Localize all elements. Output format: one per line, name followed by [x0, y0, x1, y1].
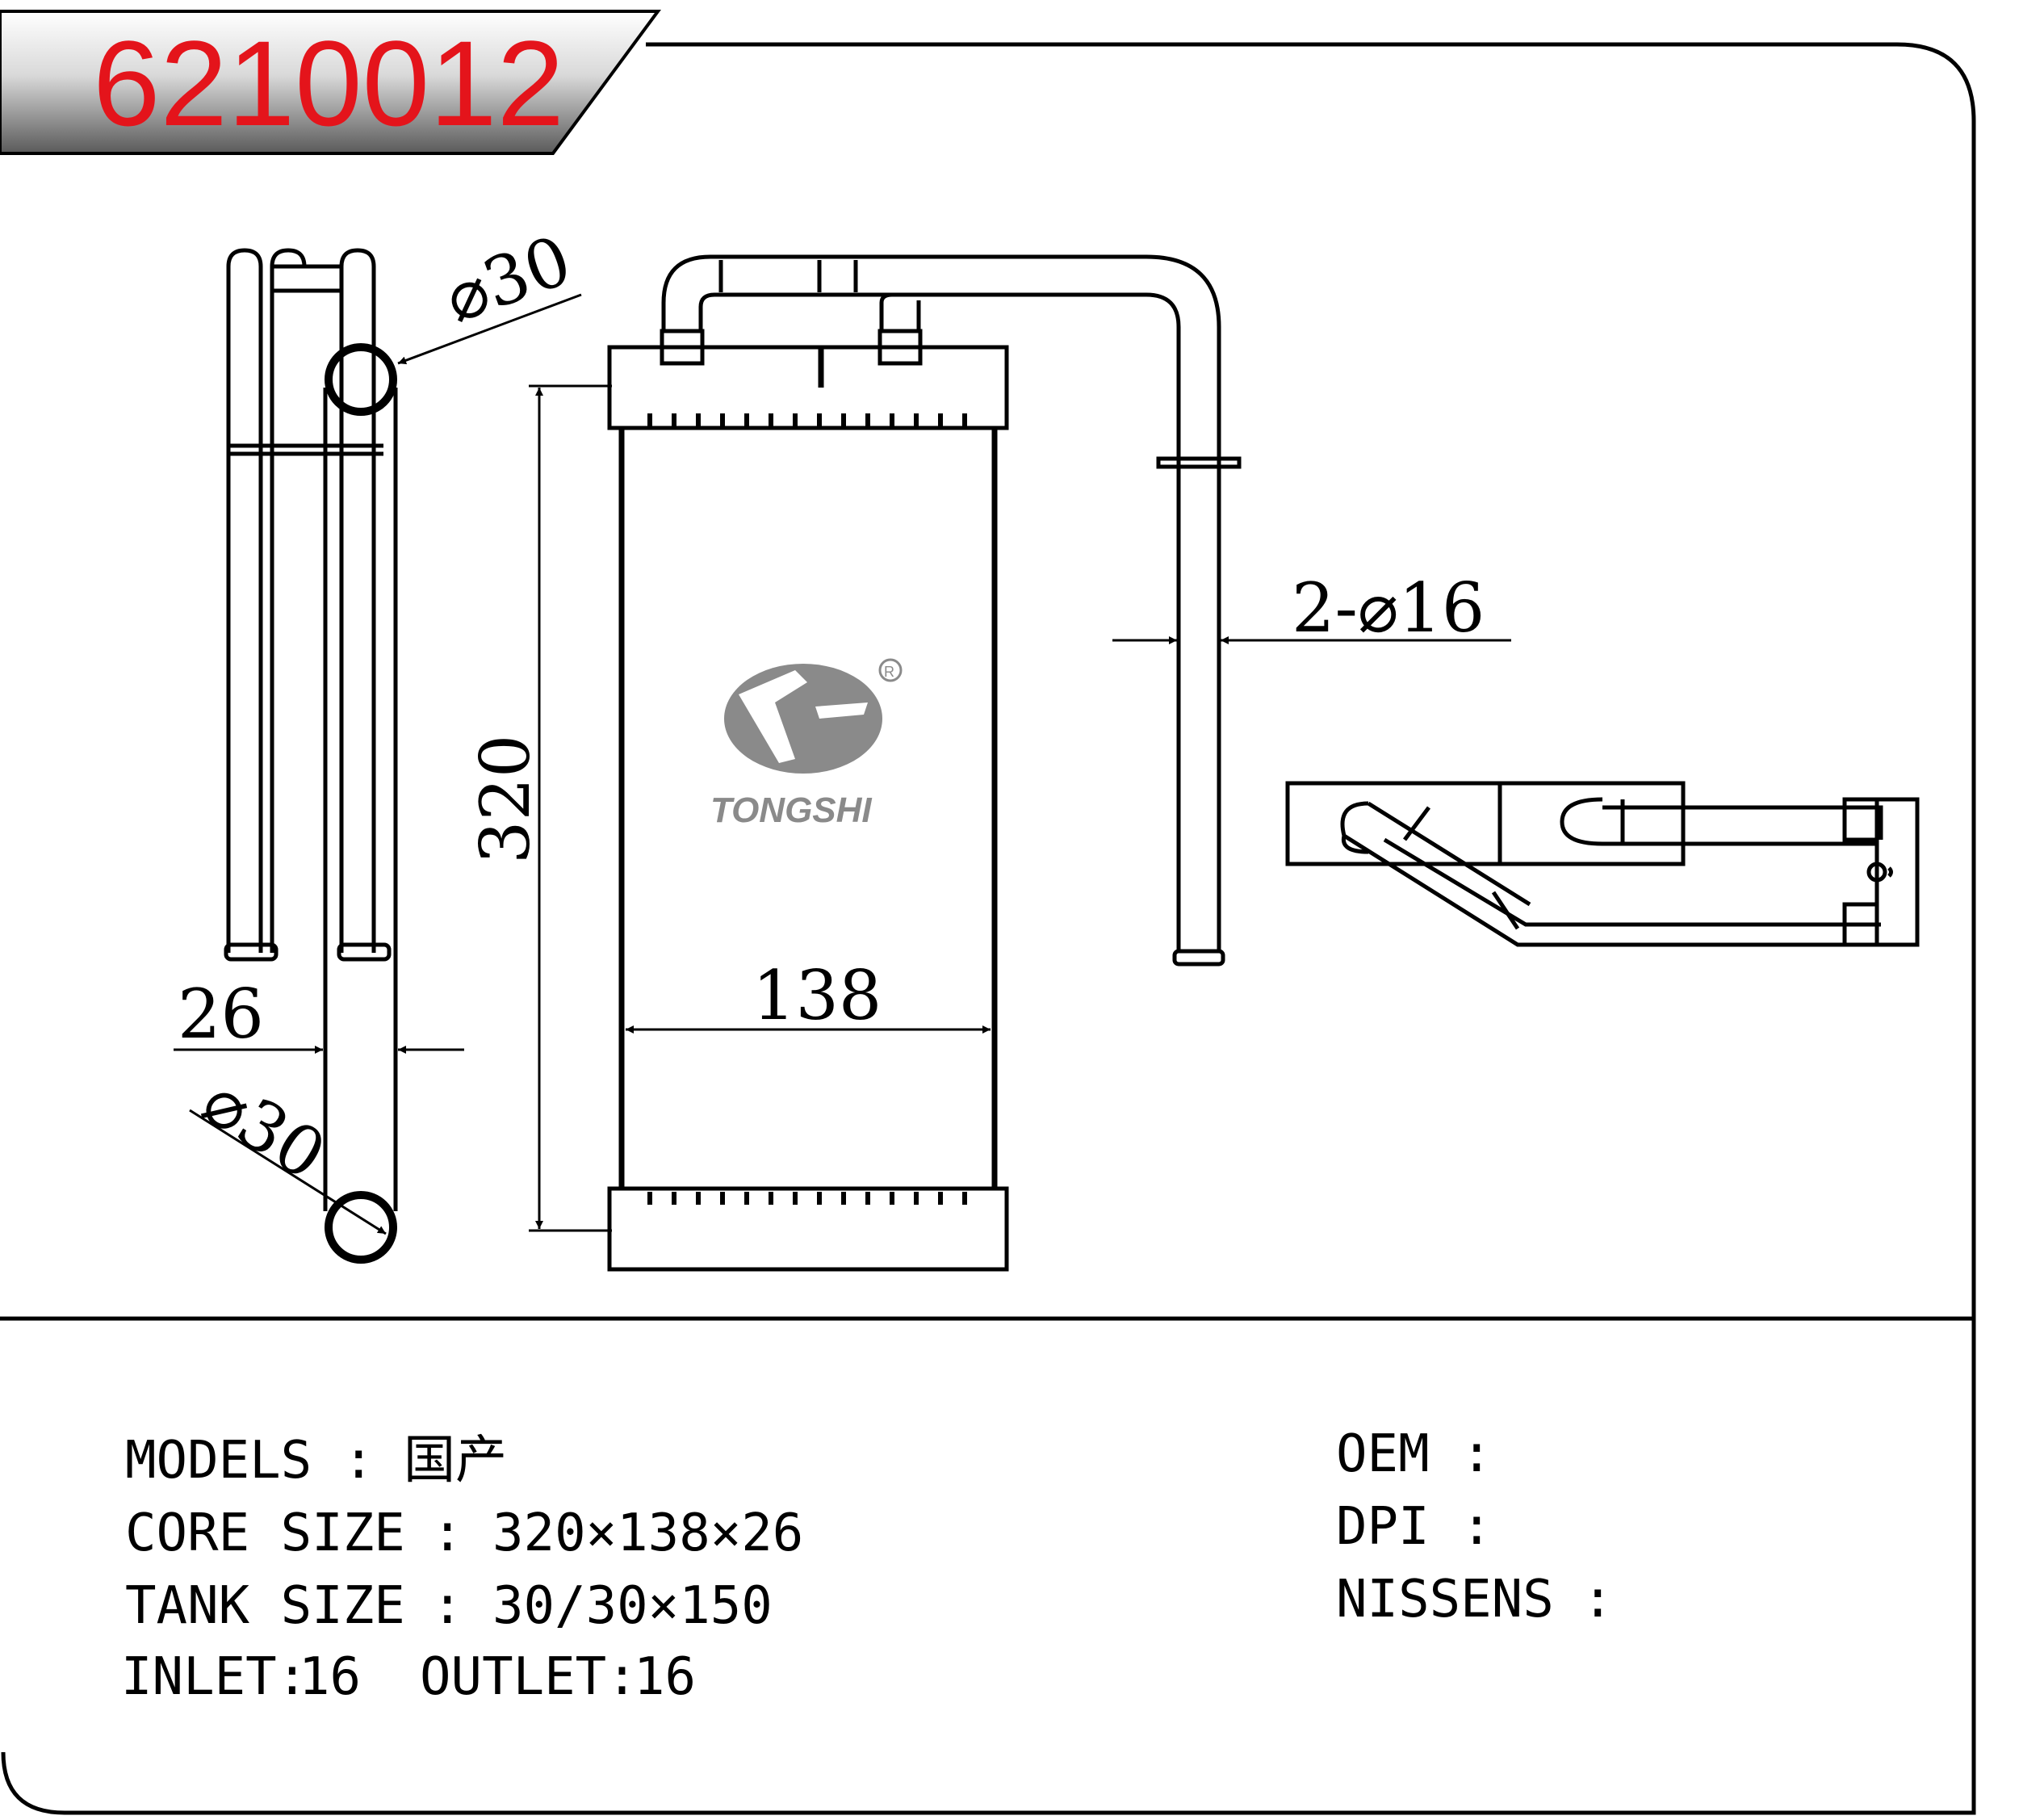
nissens-label: NISSENS: [1336, 1570, 1554, 1629]
outlet-value: 16: [634, 1647, 696, 1707]
outlet-label: OUTLET:: [420, 1647, 638, 1707]
tank-size-value: 30/30×150: [492, 1576, 773, 1636]
dimension-inlet-diameter: ⌀30: [397, 220, 582, 365]
svg-text:26: 26: [178, 975, 264, 1054]
svg-text:⌀30: ⌀30: [434, 220, 580, 338]
dpi-label: DPI: [1336, 1497, 1430, 1557]
top-tank-fins: [647, 413, 967, 426]
oem-label: OEM: [1336, 1424, 1430, 1484]
svg-text::: :: [1582, 1570, 1614, 1629]
core-size-value: 320×138×26: [492, 1503, 803, 1563]
svg-text::: :: [343, 1431, 375, 1491]
svg-text:2-⌀16: 2-⌀16: [1292, 568, 1485, 648]
side-view: [224, 248, 398, 1264]
brand-name: TONGSHI: [710, 790, 872, 830]
front-view: [607, 254, 1242, 1272]
models-label: MODELS: [125, 1431, 312, 1491]
svg-text::: :: [1461, 1424, 1493, 1484]
dimension-core-height: 320: [466, 384, 612, 1232]
tongshi-logo: R TONGSHI: [710, 658, 903, 830]
svg-text::: :: [432, 1576, 463, 1636]
top-view: [1285, 781, 1920, 947]
tank-size-label: TANK SIZE: [125, 1576, 405, 1636]
dimension-core-thickness: 26: [174, 975, 464, 1054]
dimension-core-width: 138: [626, 956, 991, 1035]
inlet-label: INLET:: [121, 1647, 308, 1707]
sheet-frame: [1, 42, 1976, 1815]
inlet-value: 16: [299, 1647, 361, 1707]
core-size-label: CORE SIZE: [125, 1503, 405, 1563]
dimension-outlet-diameter: ⌀30: [189, 1061, 387, 1235]
svg-text::: :: [432, 1503, 463, 1563]
bottom-tank-fins: [647, 1192, 967, 1205]
specifications: MODELS : 国产 CORE SIZE : 320×138×26 TANK …: [121, 1431, 803, 1707]
svg-text:138: 138: [752, 956, 882, 1035]
svg-text:⌀30: ⌀30: [189, 1061, 338, 1196]
svg-text:320: 320: [466, 735, 545, 864]
part-number: 6210012: [93, 15, 564, 151]
registered-icon: [878, 658, 903, 682]
models-value: 国产: [404, 1431, 507, 1491]
part-number-banner: 6210012: [0, 10, 661, 155]
dimension-pipe-diameter: 2-⌀16: [1112, 568, 1511, 648]
svg-text::: :: [1461, 1497, 1493, 1557]
svg-text:R: R: [884, 664, 894, 680]
references: OEM : DPI : NISSENS :: [1336, 1424, 1614, 1629]
